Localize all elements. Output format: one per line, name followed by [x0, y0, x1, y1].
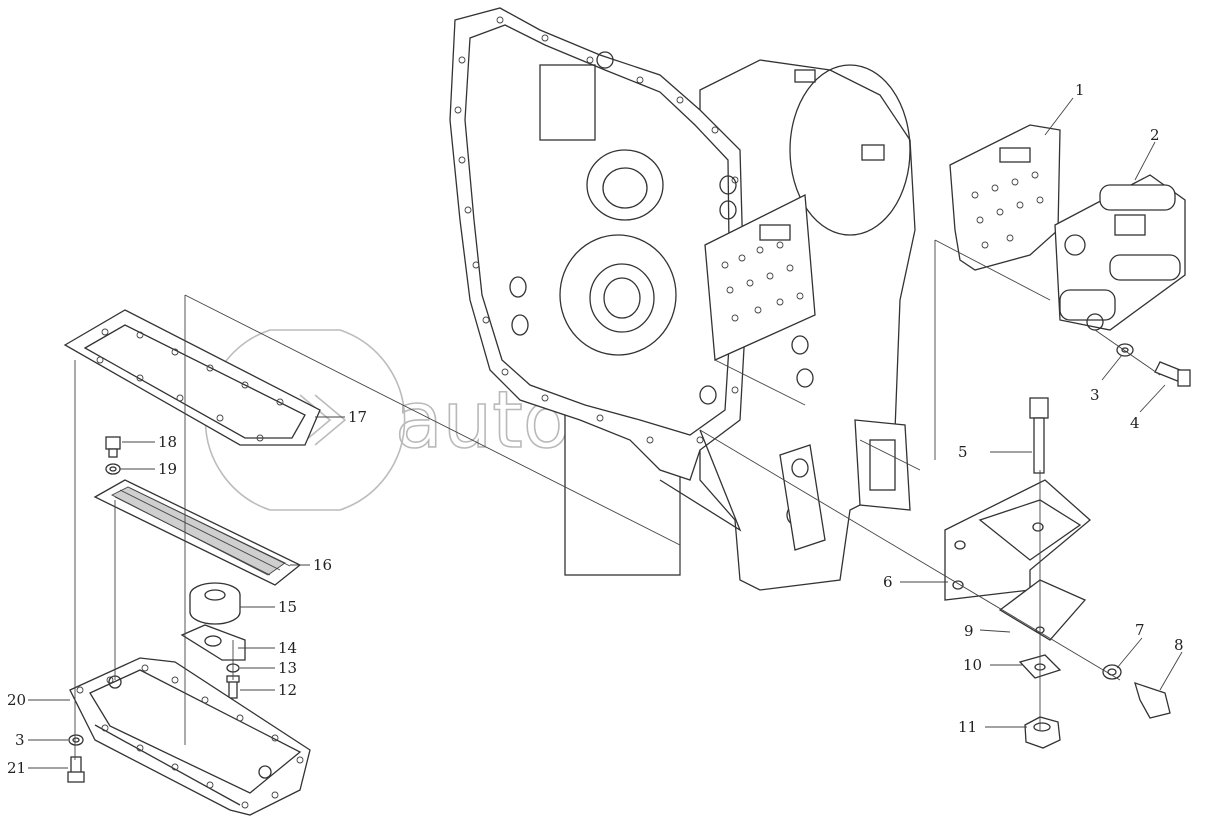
- callout-21: 21: [7, 759, 26, 777]
- bolt-8: [1134, 681, 1171, 719]
- callout-19: 19: [158, 460, 177, 478]
- callout-3-left: 3: [15, 731, 25, 749]
- callout-7: 7: [1135, 621, 1145, 639]
- callout-5: 5: [958, 443, 968, 461]
- nut-11: [1024, 716, 1061, 749]
- callout-14: 14: [278, 639, 297, 657]
- control-valve-block: [1054, 174, 1186, 331]
- callout-3-right: 3: [1090, 386, 1100, 404]
- callout-10: 10: [963, 656, 982, 674]
- callout-2: 2: [1150, 126, 1160, 144]
- callout-labels: 1 2 3 4 5 6 7 8 9 10 11 12 13 14 15 16 1…: [7, 81, 1184, 777]
- callout-11: 11: [958, 718, 977, 736]
- plug-bolt-21: [67, 756, 85, 783]
- callout-18: 18: [158, 433, 177, 451]
- washer-3-left: [68, 734, 84, 746]
- callout-13: 13: [278, 659, 297, 677]
- cover-gasket-17: [63, 309, 321, 446]
- watermark-logo-arrow-icon: [299, 394, 347, 446]
- strainer-screen-16: [93, 479, 302, 586]
- callout-12: 12: [278, 681, 297, 699]
- callout-1: 1: [1075, 81, 1085, 99]
- callout-20: 20: [7, 691, 26, 709]
- mount-bracket-6: [944, 479, 1091, 601]
- valve-gasket: [949, 124, 1061, 271]
- bolt-4: [1154, 361, 1191, 387]
- leader-lines: [28, 97, 1183, 769]
- callout-4: 4: [1130, 414, 1140, 432]
- callout-15: 15: [278, 598, 297, 616]
- gearbox-housing: [449, 7, 916, 591]
- magnet-plate-14: [180, 624, 246, 661]
- callout-6: 6: [883, 573, 893, 591]
- oil-pan-20: [69, 657, 311, 816]
- bolt-5: [1029, 397, 1049, 474]
- washer-19: [105, 463, 121, 475]
- bolt-18: [105, 436, 121, 458]
- callout-16: 16: [313, 556, 332, 574]
- callout-8: 8: [1174, 636, 1184, 654]
- assembly-lines: [74, 239, 1161, 760]
- magnet-ring-15: [189, 582, 241, 625]
- callout-9: 9: [964, 622, 974, 640]
- callout-17: 17: [348, 408, 367, 426]
